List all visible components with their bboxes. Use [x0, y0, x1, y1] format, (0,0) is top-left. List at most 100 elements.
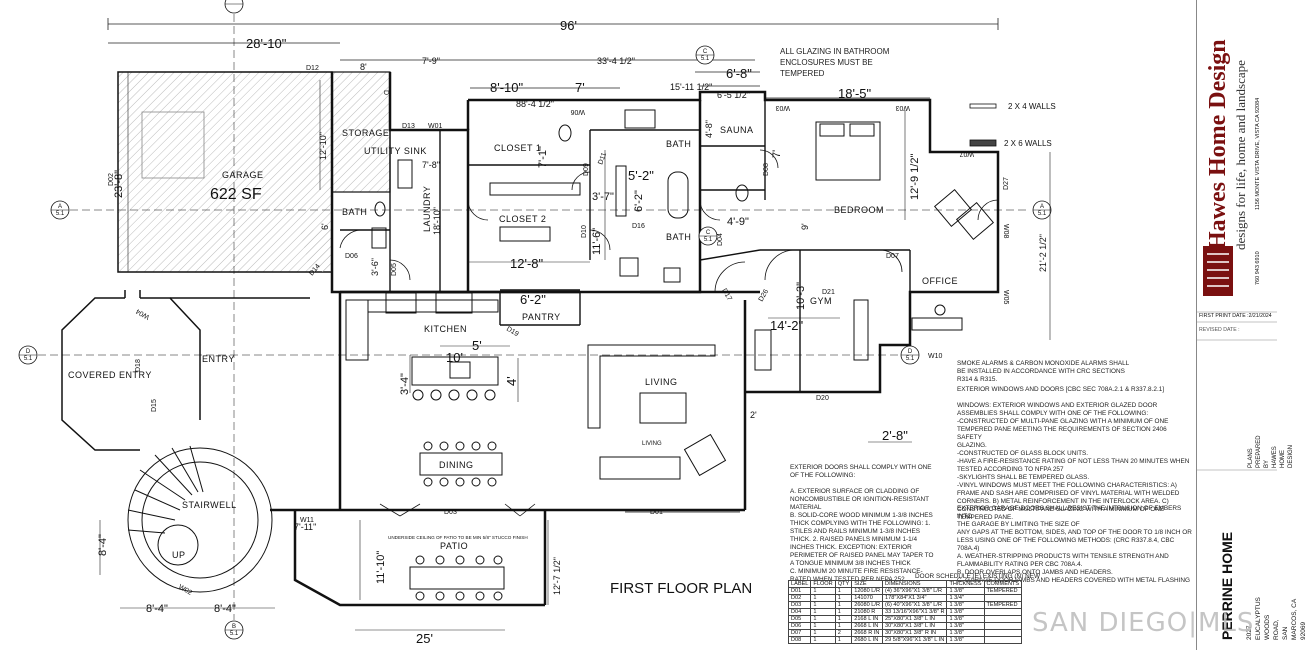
section-a-right-sheet: 5.1 — [1038, 211, 1047, 217]
tag-d04: D04 — [717, 233, 724, 246]
dim-7-b: 7' — [771, 150, 783, 158]
door-col-thickness: THICKNESS — [946, 580, 985, 588]
cell: 1 — [834, 587, 853, 595]
bath-fixtures — [371, 109, 749, 283]
section-c-top-label: C — [703, 49, 708, 55]
plan-title: FIRST FLOOR PLAN — [610, 580, 752, 597]
dim-6-2: 6'-2" — [520, 292, 546, 307]
cell: 1 — [834, 594, 853, 602]
office-gym-furniture — [754, 299, 963, 371]
room-patio: PATIO — [440, 541, 468, 551]
note-windows: WINDOWS: EXTERIOR WINDOWS AND EXTERIOR G… — [957, 402, 1190, 521]
cell: 1 3/8" — [946, 615, 985, 623]
room-bath-1: BATH — [342, 207, 367, 217]
cell: 1 — [810, 622, 836, 630]
room-gym: GYM — [810, 296, 832, 306]
dim-5-2: 5'-2" — [628, 168, 654, 183]
project-address: 2027 EUCALYPTUS WOODS ROAD, SAN MARCOS, … — [1246, 597, 1307, 640]
dim-15-11: 15'-11 1/2" — [670, 82, 712, 92]
tag-d21: D21 — [822, 289, 835, 296]
dim-2-8: 2'-8" — [882, 428, 908, 443]
room-entry: ENTRY — [202, 354, 235, 364]
section-d-left-sheet: 5.1 — [24, 356, 33, 362]
room-living-small: LIVING — [642, 441, 662, 447]
cell: 1 — [810, 594, 836, 602]
tag-w05: W05 — [1002, 290, 1009, 305]
tag-d-a: D — [382, 90, 389, 95]
cell: D03 — [787, 601, 812, 609]
cell: 1 3/8" — [946, 629, 985, 637]
door-col-label: LABEL — [787, 580, 812, 588]
cell: 2168 L IN — [851, 615, 884, 623]
dim-6: 6' — [320, 223, 330, 230]
dim-7-8: 7'-8" — [422, 160, 440, 170]
covered-entry-outline — [61, 290, 310, 451]
cell: 2680 L IN — [851, 636, 884, 644]
tag-d16: D16 — [632, 223, 645, 230]
cell: 1 3/8" — [946, 608, 985, 616]
dim-garage-width: 28'-10" — [246, 36, 287, 51]
cell: 2 — [834, 629, 853, 637]
cell — [983, 608, 1023, 616]
mls-watermark: SAN DIEGO|MLS — [1032, 608, 1255, 638]
cell: 1 3/8" — [946, 587, 985, 595]
section-b-label: B — [232, 624, 236, 630]
room-living: LIVING — [645, 377, 678, 387]
kitchen-fixtures — [345, 292, 499, 401]
tag-d20: D20 — [816, 395, 829, 402]
cell: 2668 L IN — [851, 622, 884, 630]
dim-6-8: 6'-8" — [726, 66, 752, 81]
cell — [983, 622, 1023, 630]
tag-d07: D07 — [886, 253, 899, 260]
tag-d09: D09 — [583, 163, 590, 176]
tag-w07: W07 — [960, 150, 975, 157]
firm-name: Hawes Home Design — [1205, 39, 1231, 250]
dim-33-4: 33'-4 1/2" — [597, 56, 635, 66]
cell: 178"X84"X1 3/4" — [882, 594, 948, 602]
room-pantry: PANTRY — [522, 312, 561, 322]
door-swings — [339, 149, 999, 293]
cell — [983, 615, 1023, 623]
cell: TEMPERED — [983, 601, 1023, 609]
cell: D06 — [787, 622, 812, 630]
tag-w08: W08 — [1002, 224, 1009, 239]
room-covered-entry: COVERED ENTRY — [68, 370, 152, 380]
room-garage: GARAGE — [222, 170, 264, 180]
legend-2x6-walls: 2 X 6 WALLS — [1004, 139, 1052, 148]
door-col-dimensions: DIMENSIONS — [882, 580, 948, 588]
dim-7: 7' — [575, 80, 585, 95]
tag-d11: D11 — [597, 152, 608, 166]
cell: 1 3/8" — [946, 622, 985, 630]
section-a-left-label: A — [58, 204, 62, 210]
dim-8-4-a: 8'-4" — [146, 603, 168, 615]
section-d-left-label: D — [26, 349, 31, 355]
room-office: OFFICE — [922, 276, 958, 286]
room-bath-2: BATH — [666, 139, 691, 149]
dim-3-7: 3'-7" — [592, 191, 614, 203]
dim-12-10: 12'-10" — [318, 132, 328, 160]
door-col-qty: QTY — [834, 580, 853, 588]
room-kitchen: KITCHEN — [424, 324, 467, 334]
dim-8-10: 8'-10" — [490, 80, 524, 95]
room-sauna: SAUNA — [720, 125, 754, 135]
dim-8: 8' — [360, 62, 367, 72]
dim-6-5: 6'-5 1/2" — [717, 90, 750, 100]
cell: (6) 40"X96"X1 3/8" L/R — [882, 601, 948, 609]
dim-3-4: 3'-4" — [399, 373, 411, 395]
tag-d12: D12 — [306, 65, 319, 72]
floor-plan-drawing: 96' 28'-10" 8' 7'-9" 33'-4 1/2" 8'-10" 7… — [18, 0, 1056, 646]
cell — [983, 636, 1023, 644]
tag-d13: D13 — [402, 123, 415, 130]
cell: 1 3/4" — [946, 594, 985, 602]
revised-date: REVISED DATE : — [1199, 327, 1240, 333]
cell: 1 — [834, 615, 853, 623]
tag-w03-a: W03 — [776, 104, 791, 111]
cell: 1 — [810, 636, 836, 644]
cell: 1 — [834, 601, 853, 609]
cell: D02 — [787, 594, 812, 602]
tag-d15: D15 — [151, 399, 158, 412]
